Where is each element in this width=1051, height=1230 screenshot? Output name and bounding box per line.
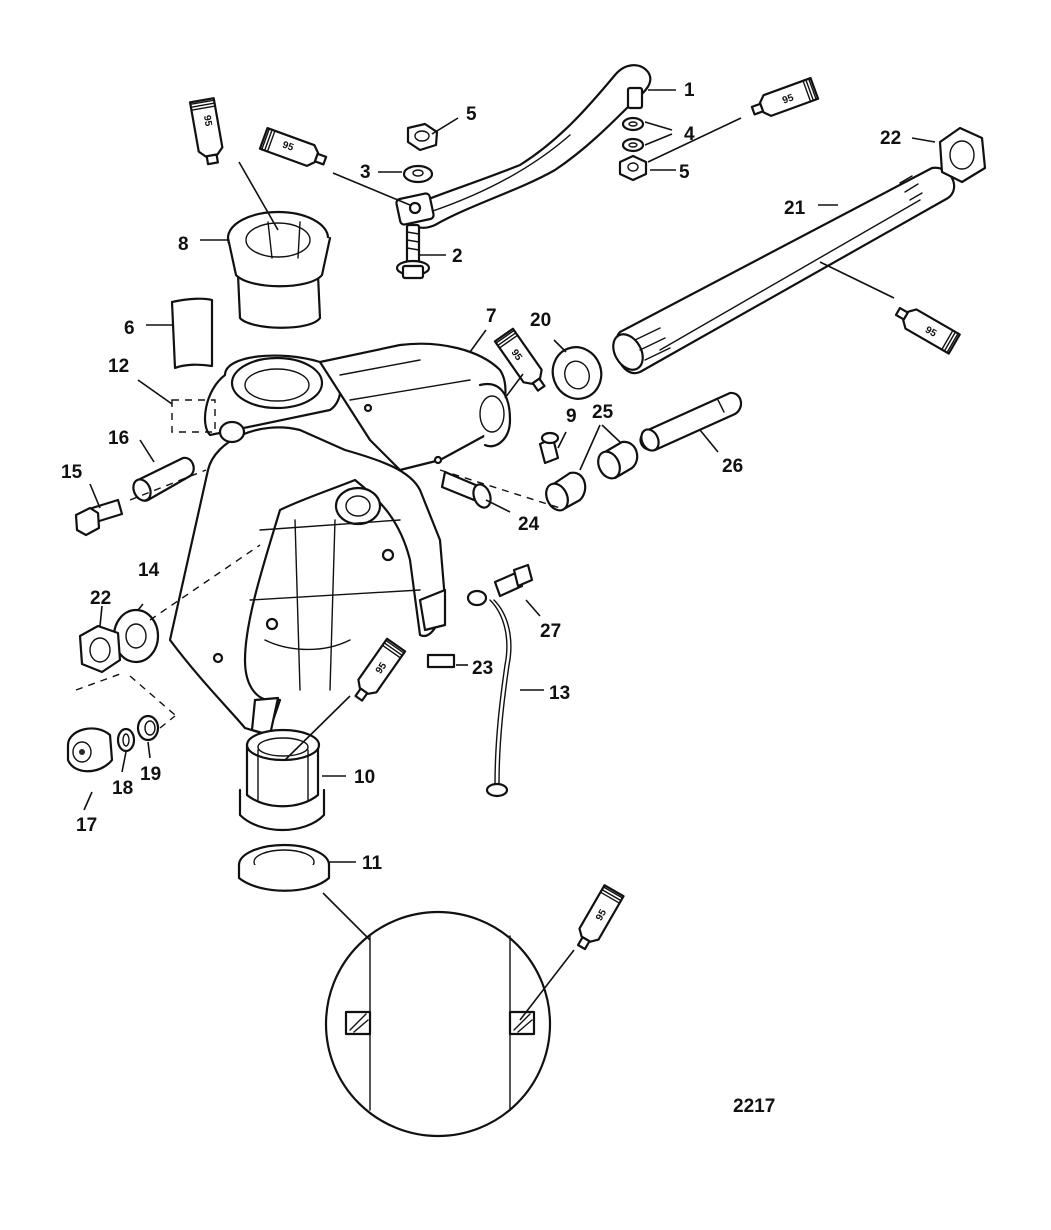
bushing-25-b	[597, 440, 639, 480]
figure-number: 2217	[733, 1096, 775, 1117]
bushing-8	[226, 210, 332, 329]
alignment-line-14	[149, 544, 261, 621]
callout-5-top: 5	[466, 104, 477, 125]
nut-22-right	[938, 126, 987, 184]
alignment-line-16	[129, 469, 207, 501]
callout-2: 2	[452, 246, 463, 267]
callout-26: 26	[722, 456, 743, 477]
spring-19	[136, 714, 160, 742]
callout-19: 19	[140, 764, 161, 785]
callout-9: 9	[566, 406, 577, 427]
nut-5-right	[618, 154, 648, 182]
callout-3: 3	[360, 162, 371, 183]
lubricant-tube-icon-9	[493, 327, 546, 392]
alignment-line-24	[439, 469, 561, 509]
alignment-line-19	[159, 715, 176, 729]
callout-20: 20	[530, 310, 551, 331]
washer-20	[551, 346, 603, 400]
callout-6: 6	[124, 318, 135, 339]
lubricant-code-label: 95	[201, 114, 214, 127]
nut-5-top	[406, 122, 439, 152]
callout-16: 16	[108, 428, 129, 449]
bolt-15	[74, 498, 124, 537]
callout-5-right: 5	[679, 162, 690, 183]
steering-arm	[395, 64, 652, 229]
tilt-tube-21	[612, 166, 956, 375]
lubricant-tube-icon-21	[894, 306, 961, 355]
grease-fitting-9	[538, 431, 560, 465]
lubricant-code-label: 95	[923, 325, 939, 340]
callout-25: 25	[592, 402, 614, 423]
washer-18	[116, 727, 136, 753]
bushing-25-a	[545, 471, 587, 512]
callout-8: 8	[178, 234, 189, 255]
callout-1: 1	[684, 80, 695, 101]
shim-12	[171, 399, 216, 433]
callout-21: 21	[784, 198, 806, 219]
leader-lines	[83, 89, 936, 1021]
lubricant-tube-icon-4	[750, 76, 820, 117]
lubricant-code-label: 95	[594, 907, 609, 923]
bolt-27	[493, 563, 534, 598]
callout-12: 12	[108, 356, 129, 377]
swivel-bracket-7	[168, 342, 512, 737]
pin-16	[132, 456, 195, 502]
lubricant-tube-icon-3	[258, 126, 328, 167]
lubricant-tube-icon-top-left	[188, 97, 224, 166]
pad-6	[170, 297, 214, 370]
callout-27: 27	[540, 621, 561, 642]
lubricant-tube-icon-seal	[576, 884, 625, 951]
nut-22-left	[78, 624, 122, 674]
washers-4	[621, 116, 645, 153]
callout-17: 17	[76, 815, 97, 836]
lubricant-code-label: 95	[781, 92, 796, 106]
bolt-2	[395, 223, 431, 280]
callout-15: 15	[61, 462, 83, 483]
lubricant-code-label: 95	[281, 140, 296, 154]
callout-22-left: 22	[90, 588, 111, 609]
callout-14: 14	[138, 560, 160, 581]
decal-23	[426, 653, 456, 669]
bolt-24	[440, 470, 492, 509]
callout-23: 23	[472, 658, 493, 679]
callout-10: 10	[354, 767, 375, 788]
callout-18: 18	[112, 778, 133, 799]
pin-26	[639, 391, 743, 452]
callout-13: 13	[549, 683, 570, 704]
callout-7: 7	[486, 306, 497, 327]
seal-11	[237, 843, 331, 892]
callout-24: 24	[518, 514, 540, 535]
bushing-10	[238, 728, 326, 831]
callouts: 1 2 3 4 5 5 6 7 8 9 10 11 12 13 14 15 16…	[61, 80, 901, 874]
lubricant-tube-icon-10	[354, 637, 407, 702]
ground-strap-13	[466, 589, 512, 798]
nut-17	[66, 727, 114, 773]
callout-11: 11	[362, 853, 383, 874]
callout-22-right: 22	[880, 128, 901, 149]
seal-detail-view	[324, 910, 552, 1138]
callout-4: 4	[684, 124, 695, 145]
alignment-line-22-left	[75, 673, 176, 716]
washer-3	[402, 164, 434, 184]
